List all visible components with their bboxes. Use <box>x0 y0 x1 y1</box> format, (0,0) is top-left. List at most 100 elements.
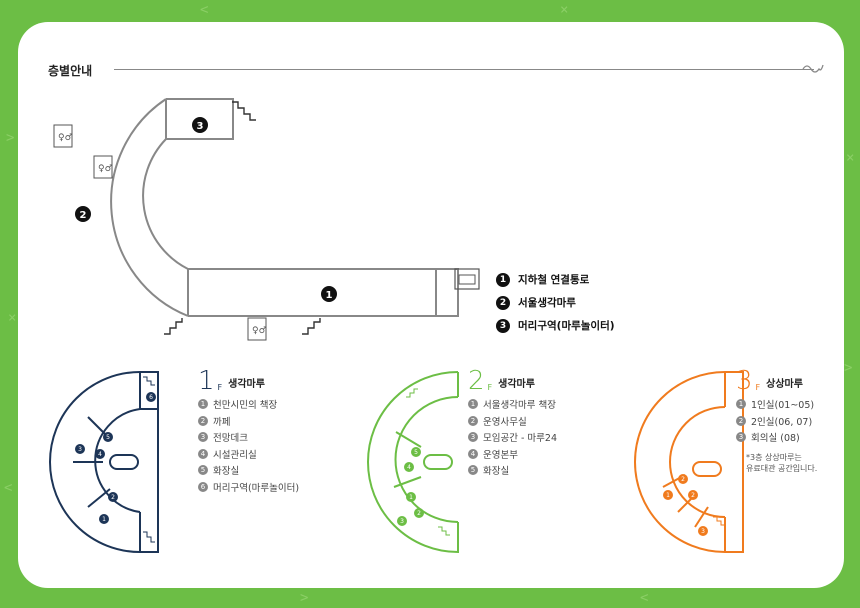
bg-mark: < <box>640 590 649 606</box>
floor1-marker <box>75 444 85 454</box>
floor1-map: 6 3 5 4 2 1 <box>49 371 159 553</box>
floor3-unit: F <box>755 383 761 392</box>
bg-mark: > <box>300 590 309 606</box>
floor1-marker <box>146 392 156 402</box>
bg-mark: > <box>6 130 15 146</box>
item-label: 1인실(01~05) <box>751 400 815 412</box>
bg-mark: < <box>200 2 209 18</box>
item-label: 운영사무실 <box>483 416 527 428</box>
bg-mark: × <box>560 2 569 18</box>
floor-marker-label: 1 <box>666 492 670 499</box>
floor2-marker <box>411 447 421 457</box>
list-item: 2 2인실(06, 07) <box>736 413 817 430</box>
floor2-marker <box>414 508 424 518</box>
main-map-legend: 1 지하철 연결통로 2 서울생각마루 3 머리구역(마루놀이터) <box>496 268 615 337</box>
bg-mark: > <box>844 360 853 376</box>
floor-marker-label: 1 <box>102 516 106 523</box>
floor-marker-label: 3 <box>400 518 404 525</box>
floor3-marker <box>678 474 688 484</box>
floor3-title: 상상마루 <box>766 379 803 390</box>
item-label: 전망데크 <box>213 433 248 445</box>
floor-guide-card: 층별안내 ♀♂ ♀♂ <box>18 22 844 588</box>
item-label: 시설관리실 <box>213 449 257 461</box>
legend-number: 3 <box>496 318 510 333</box>
floor-marker-label: 5 <box>106 434 110 441</box>
floor-marker-label: 3 <box>701 528 705 535</box>
item-label: 회의실 (08) <box>751 433 800 445</box>
restroom-icon <box>53 124 267 341</box>
map-marker-1 <box>321 286 337 302</box>
floor2-unit: F <box>487 383 493 392</box>
legend-label: 머리구역(마루놀이터) <box>518 320 615 332</box>
item-label: 화장실 <box>213 466 240 478</box>
list-item: 5 화장실 <box>198 462 299 479</box>
item-number: 3 <box>198 432 208 443</box>
item-label: 머리구역(마루놀이터) <box>213 482 300 494</box>
legend-item: 3 머리구역(마루놀이터) <box>496 314 615 337</box>
item-label: 화장실 <box>483 466 510 478</box>
floor1-marker <box>108 492 118 502</box>
floor2-title: 생각마루 <box>498 379 535 390</box>
item-number: 6 <box>198 481 208 492</box>
floor1-marker <box>95 449 105 459</box>
floor-marker-label: 1 <box>409 494 413 501</box>
list-item: 3 전망데크 <box>198 429 299 446</box>
section-title: 층별안내 <box>48 64 93 78</box>
note-line: *3층 상상마루는 <box>746 452 802 462</box>
item-label: 천만시민의 책장 <box>213 400 278 412</box>
list-item: 5 화장실 <box>468 462 557 479</box>
subway-icon <box>454 268 480 290</box>
note-line: 유료대관 공간입니다. <box>746 463 818 473</box>
floor3-marker <box>688 490 698 500</box>
item-label: 2인실(06, 07) <box>751 416 813 428</box>
floor3-note: *3층 상상마루는 유료대관 공간입니다. <box>746 452 817 474</box>
floor-marker-label: 2 <box>417 510 421 517</box>
list-item: 2 운영사무실 <box>468 413 557 430</box>
list-item: 4 시설관리실 <box>198 446 299 463</box>
title-divider <box>114 69 814 70</box>
floor1-number: 1 <box>198 366 215 396</box>
floor-marker-label: 6 <box>149 394 153 401</box>
floor2-marker <box>404 462 414 472</box>
map-marker-3-label: 3 <box>197 121 204 132</box>
item-label: 서울생각마루 책장 <box>483 400 556 412</box>
floor1-title: 생각마루 <box>228 379 265 390</box>
wave-icon <box>802 64 824 73</box>
floor-marker-label: 2 <box>681 476 685 483</box>
main-floor-map: ♀♂ ♀♂ ♀♂ 3 2 1 <box>53 98 480 341</box>
floor-marker-label: 5 <box>414 449 418 456</box>
floor-marker-label: 2 <box>691 492 695 499</box>
item-number: 4 <box>198 448 208 459</box>
item-number: 5 <box>468 465 478 476</box>
map-marker-3 <box>192 117 208 133</box>
floor2-map: 5 4 1 2 3 <box>367 371 459 554</box>
item-number: 2 <box>736 415 746 426</box>
map-marker-1-label: 1 <box>326 290 333 301</box>
item-label: 운영본부 <box>483 449 518 461</box>
svg-text:♀♂: ♀♂ <box>252 326 267 336</box>
item-label: 까페 <box>213 416 231 428</box>
floor3-marker <box>663 490 673 500</box>
item-label: 모임공간 - 마루24 <box>483 433 557 445</box>
legend-item: 2 서울생각마루 <box>496 291 615 314</box>
floor1-marker <box>103 432 113 442</box>
item-number: 5 <box>198 465 208 476</box>
floor3-marker <box>698 526 708 536</box>
floor-marker-label: 4 <box>98 451 102 458</box>
floor-marker-label: 2 <box>111 494 115 501</box>
item-number: 2 <box>468 415 478 426</box>
legend-number: 2 <box>496 295 510 310</box>
bg-mark: × <box>846 150 855 166</box>
floor2-marker <box>406 492 416 502</box>
floor2-marker <box>397 516 407 526</box>
